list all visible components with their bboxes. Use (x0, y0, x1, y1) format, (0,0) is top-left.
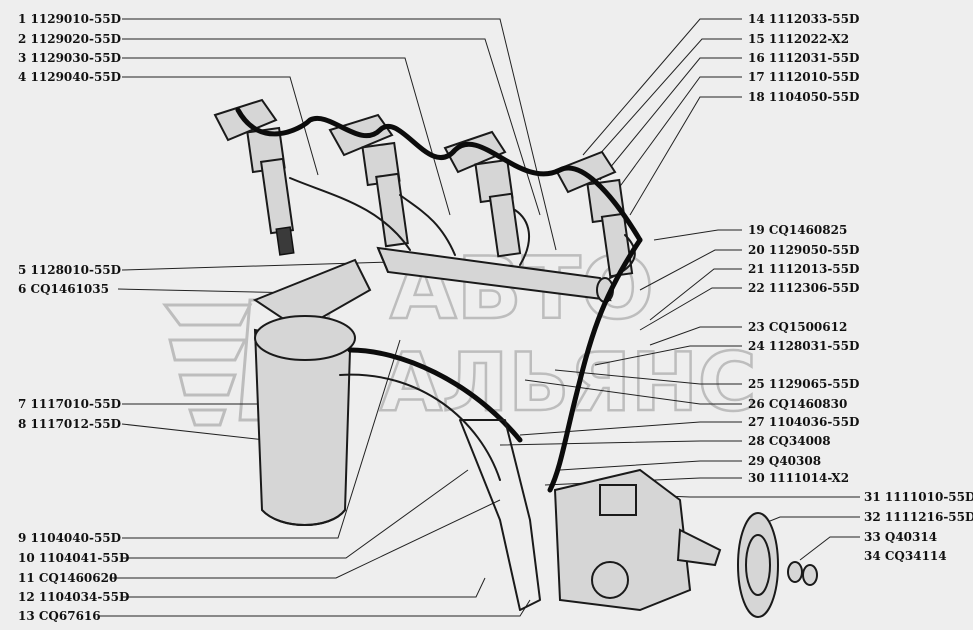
leader-32 (759, 516, 860, 526)
leader-15 (589, 38, 742, 166)
leader-8 (121, 423, 266, 441)
callout-right-7: 20 1129050-55D (748, 243, 859, 257)
leader-12 (122, 577, 486, 598)
injector-pipe-2 (399, 194, 456, 256)
callout-left-5: 5 1128010-55D (18, 263, 121, 277)
leader-33 (799, 536, 860, 561)
return-fuel-line (235, 107, 643, 243)
callout-right-9: 22 1112306-55D (748, 281, 859, 295)
callout-right-19: 32 1111216-55D (864, 510, 973, 524)
leader-23 (649, 326, 742, 346)
callout-right-10: 23 CQ1500612 (748, 320, 847, 334)
callout-right-13: 26 CQ1460830 (748, 397, 847, 411)
fuel-filter (252, 258, 372, 526)
callout-right-11: 24 1128031-55D (748, 339, 859, 353)
leader-11 (112, 499, 501, 579)
callout-left-12: 12 1104034-55D (18, 590, 129, 604)
leader-20 (639, 249, 742, 291)
callout-right-18: 31 1111010-55D (864, 490, 973, 504)
callout-left-6: 6 CQ1461035 (18, 282, 109, 296)
leader-25 (554, 369, 742, 385)
leader-24 (594, 345, 742, 366)
callout-right-2: 15 1112022-X2 (748, 32, 849, 46)
leader-6 (117, 288, 301, 294)
common-rail (376, 246, 614, 303)
callout-left-10: 10 1104041-55D (18, 551, 129, 565)
callout-right-17: 30 1111014-X2 (748, 471, 849, 485)
callout-right-1: 14 1112033-55D (748, 12, 859, 26)
leader-26 (524, 379, 742, 405)
injector-1 (213, 98, 295, 256)
callout-left-13: 13 CQ67616 (18, 609, 101, 623)
parts-drawing (213, 98, 818, 618)
leader-10 (122, 469, 469, 559)
callout-left-11: 11 CQ1460620 (18, 571, 117, 585)
callout-right-3: 16 1112031-55D (748, 51, 859, 65)
callout-right-6: 19 CQ1460825 (748, 223, 847, 237)
leader-22 (639, 287, 742, 331)
callout-right-14: 27 1104036-55D (748, 415, 859, 429)
leader-14 (582, 18, 742, 156)
pump-feed-line (547, 237, 643, 493)
callout-right-8: 21 1112013-55D (748, 262, 859, 276)
leader-27 (519, 421, 742, 436)
injector-2 (328, 113, 409, 248)
leader-18 (629, 96, 742, 216)
callout-right-15: 28 CQ34008 (748, 434, 831, 448)
callout-left-4: 4 1129040-55D (18, 70, 121, 84)
injector-pipe-1 (289, 177, 411, 251)
callout-list-right: 14 1112033-55D 15 1112022-X2 16 1112031-55… (748, 12, 973, 563)
leader-17 (609, 76, 742, 201)
callout-list-left: 1 1129010-55D 2 1129020-55D 3 1129030-55D 4… (18, 12, 129, 623)
callout-right-4: 17 1112010-55D (748, 70, 859, 84)
callout-right-12: 25 1129065-55D (748, 377, 859, 391)
injector-3 (443, 130, 522, 258)
filter-return-line (339, 373, 501, 481)
leader-21 (649, 268, 742, 321)
callout-right-20: 33 Q40314 (864, 530, 937, 544)
callout-right-5: 18 1104050-55D (748, 90, 859, 104)
leader-2 (122, 38, 541, 216)
callout-left-8: 8 1117012-55D (18, 417, 121, 431)
leader-16 (599, 57, 742, 181)
leader-29 (559, 460, 742, 471)
leader-13 (98, 599, 531, 617)
callout-left-1: 1 1129010-55D (18, 12, 121, 26)
callout-right-16: 29 Q40308 (748, 454, 821, 468)
washers (787, 561, 818, 586)
leader-9 (122, 339, 401, 539)
watermark-line-2: АЛЬЯНС (380, 336, 757, 429)
high-pressure-pump (553, 468, 722, 612)
pump-bracket (459, 419, 541, 611)
leader-3 (122, 57, 451, 216)
injector-pipe-3 (514, 209, 531, 266)
leader-19 (653, 229, 742, 241)
callout-left-2: 2 1129020-55D (18, 32, 121, 46)
callout-right-21: 34 CQ34114 (864, 549, 947, 563)
leader-4 (122, 76, 319, 176)
pump-gear (737, 512, 779, 618)
callout-left-9: 9 1104040-55D (18, 531, 121, 545)
leader-28 (499, 440, 742, 446)
callout-left-3: 3 1129030-55D (18, 51, 121, 65)
callout-left-7: 7 1117010-55D (18, 397, 121, 411)
